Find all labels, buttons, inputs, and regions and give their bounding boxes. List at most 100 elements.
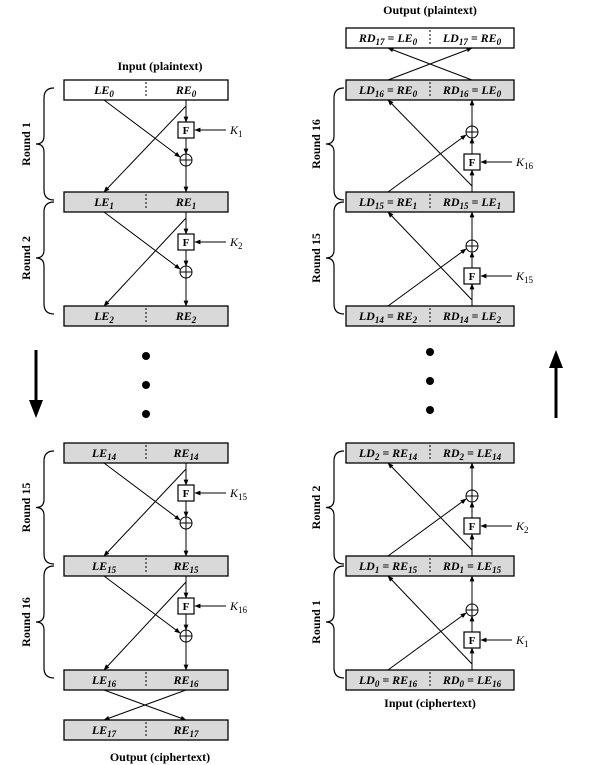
svg-text:F: F bbox=[183, 237, 190, 249]
symbol-label: RE15 bbox=[172, 559, 199, 575]
subkey-label: K2 bbox=[229, 235, 243, 251]
xor-icon bbox=[465, 125, 479, 139]
round-function-box: F bbox=[177, 233, 195, 251]
round-brace: Round 2 bbox=[309, 450, 345, 565]
encryption-data-block bbox=[63, 79, 229, 101]
encryption-data-block bbox=[63, 669, 229, 691]
symbol-label: RE0 bbox=[175, 83, 197, 99]
round-label: Round 2 bbox=[19, 236, 33, 280]
round-function-box: F bbox=[463, 517, 481, 535]
ellipsis-dot bbox=[142, 410, 150, 418]
encryption-input-caption: Input (plaintext) bbox=[117, 59, 202, 73]
decryption-data-block bbox=[345, 305, 515, 327]
symbol-equation: RD16 = LE0 bbox=[442, 83, 502, 99]
round-label: Round 15 bbox=[309, 233, 323, 283]
round-brace: Round 15 bbox=[309, 201, 345, 315]
symbol-equation: RD0 = LE16 bbox=[442, 673, 502, 689]
encryption-data-block bbox=[63, 442, 229, 464]
encryption-direction-arrow-icon bbox=[29, 350, 43, 418]
svg-text:F: F bbox=[469, 157, 476, 169]
symbol-label: RE16 bbox=[172, 673, 199, 689]
round-label: Round 16 bbox=[19, 597, 33, 647]
symbol-equation: RD2 = LE14 bbox=[442, 446, 502, 462]
svg-text:F: F bbox=[469, 635, 476, 647]
symbol-label: LE1 bbox=[93, 195, 114, 211]
round-label: Round 1 bbox=[19, 122, 33, 166]
decryption-data-block bbox=[345, 442, 515, 464]
xor-icon bbox=[465, 603, 479, 617]
svg-text:F: F bbox=[183, 125, 190, 137]
decryption-data-block bbox=[345, 555, 515, 577]
decryption-input-caption: Input (ciphertext) bbox=[384, 696, 476, 710]
xor-icon bbox=[179, 629, 193, 643]
subkey-label: K16 bbox=[229, 599, 248, 615]
symbol-equation: LD0 = RE16 bbox=[358, 673, 418, 689]
svg-text:F: F bbox=[183, 488, 190, 500]
symbol-label: LE14 bbox=[91, 446, 117, 462]
round-brace: Round 16 bbox=[309, 87, 345, 201]
ellipsis-dot bbox=[426, 377, 434, 385]
symbol-equation: LD1 = RE15 bbox=[358, 559, 418, 575]
ellipsis-dot bbox=[426, 406, 434, 414]
xor-icon bbox=[179, 265, 193, 279]
round-label: Round 16 bbox=[309, 119, 323, 169]
decryption-data-block bbox=[345, 27, 515, 49]
round-function-box: F bbox=[177, 484, 195, 502]
ellipsis-dot bbox=[142, 352, 150, 360]
symbol-label: LE15 bbox=[91, 559, 117, 575]
round-function-box: F bbox=[177, 121, 195, 139]
round-function-box: F bbox=[463, 267, 481, 285]
symbol-equation: LD14 = RE2 bbox=[358, 309, 418, 325]
symbol-equation: RD17 = LE0 bbox=[358, 31, 418, 47]
symbol-label: LE16 bbox=[91, 673, 117, 689]
encryption-data-block bbox=[63, 719, 229, 741]
xor-icon bbox=[465, 239, 479, 253]
symbol-label: RE2 bbox=[175, 309, 197, 325]
symbol-label: RE1 bbox=[175, 195, 197, 211]
symbol-equation: LD2 = RE14 bbox=[358, 446, 418, 462]
symbol-label: LE17 bbox=[91, 723, 117, 739]
svg-text:F: F bbox=[469, 521, 476, 533]
round-brace: Round 1 bbox=[309, 565, 345, 679]
round-function-box: F bbox=[463, 631, 481, 649]
round-brace: Round 1 bbox=[19, 87, 55, 201]
xor-icon bbox=[465, 489, 479, 503]
decryption-data-block bbox=[345, 669, 515, 691]
encryption-data-block bbox=[63, 555, 229, 577]
symbol-label: LE0 bbox=[93, 83, 114, 99]
decryption-data-block bbox=[345, 79, 515, 101]
subkey-label: K2 bbox=[515, 519, 529, 535]
round-function-box: F bbox=[463, 153, 481, 171]
xor-icon bbox=[179, 516, 193, 530]
subkey-label: K1 bbox=[515, 633, 529, 649]
symbol-equation: LD16 = RE0 bbox=[358, 83, 418, 99]
encryption-output-caption: Output (ciphertext) bbox=[110, 750, 210, 764]
subkey-label: K15 bbox=[515, 269, 534, 285]
decryption-output-caption: Output (plaintext) bbox=[383, 3, 477, 17]
svg-text:F: F bbox=[469, 271, 476, 283]
symbol-equation: LD17 = RE0 bbox=[442, 31, 502, 47]
subkey-label: K15 bbox=[229, 486, 248, 502]
symbol-label: RE17 bbox=[172, 723, 199, 739]
subkey-label: K16 bbox=[515, 155, 534, 171]
decryption-data-block bbox=[345, 191, 515, 213]
ellipsis-dot bbox=[142, 381, 150, 389]
encryption-data-block bbox=[63, 305, 229, 327]
symbol-label: RE14 bbox=[172, 446, 199, 462]
round-function-box: F bbox=[177, 597, 195, 615]
ellipsis-dot bbox=[426, 348, 434, 356]
round-brace: Round 15 bbox=[19, 450, 55, 565]
symbol-equation: LD15 = RE1 bbox=[358, 195, 417, 211]
symbol-equation: RD14 = LE2 bbox=[442, 309, 502, 325]
xor-icon bbox=[179, 153, 193, 167]
encryption-data-block bbox=[63, 191, 229, 213]
round-label: Round 2 bbox=[309, 486, 323, 530]
round-brace: Round 16 bbox=[19, 565, 55, 679]
round-brace: Round 2 bbox=[19, 201, 55, 315]
symbol-equation: RD1 = LE15 bbox=[442, 559, 502, 575]
decryption-direction-arrow-icon bbox=[549, 350, 563, 418]
subkey-label: K1 bbox=[229, 123, 243, 139]
symbol-equation: RD15 = LE1 bbox=[442, 195, 501, 211]
